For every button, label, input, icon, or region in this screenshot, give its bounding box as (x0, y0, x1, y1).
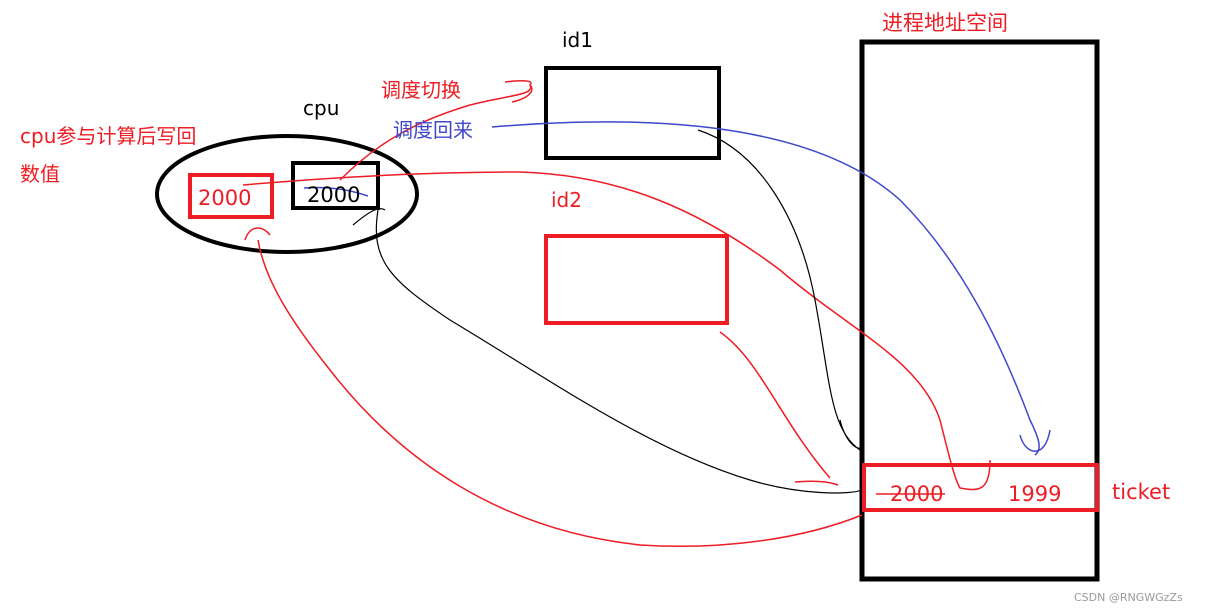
address-space-label: 进程地址空间 (882, 11, 1008, 35)
id2-label: id2 (551, 188, 582, 212)
id1-label: id1 (562, 28, 593, 52)
switch-back-label: 调度回来 (393, 118, 473, 142)
id1-arrow-black (697, 129, 863, 451)
address-space-box (859, 39, 1100, 582)
register-box (188, 173, 274, 219)
writeback-arrow-red (244, 227, 863, 547)
id2-box (544, 234, 729, 325)
writeback-label-line1: cpu参与计算后写回 (20, 124, 196, 148)
id1-box (544, 66, 721, 160)
cpu-read-arrow-black (352, 208, 863, 494)
cpu-ellipse (155, 134, 419, 254)
ticket-box (862, 463, 1099, 512)
ticket-new-value: 1999 (1008, 482, 1061, 506)
switch-back-arrow (491, 121, 1051, 456)
writeback-label-line2: 数值 (20, 162, 60, 186)
register-value: 2000 (198, 186, 251, 210)
read-arrow-red (242, 171, 991, 491)
ticket-old-value: 2000 (890, 482, 943, 506)
cpu-value-box (291, 161, 380, 210)
switch-arrow (339, 80, 533, 181)
id2-arrow-red (719, 331, 839, 486)
ticket-label: ticket (1112, 480, 1170, 504)
cpu-strike (303, 186, 369, 197)
switch-label: 调度切换 (381, 78, 461, 102)
cpu-value: 2000 (307, 183, 360, 207)
watermark: CSDN @RNGWGzZs (1074, 591, 1183, 604)
cpu-label: cpu (303, 96, 339, 120)
